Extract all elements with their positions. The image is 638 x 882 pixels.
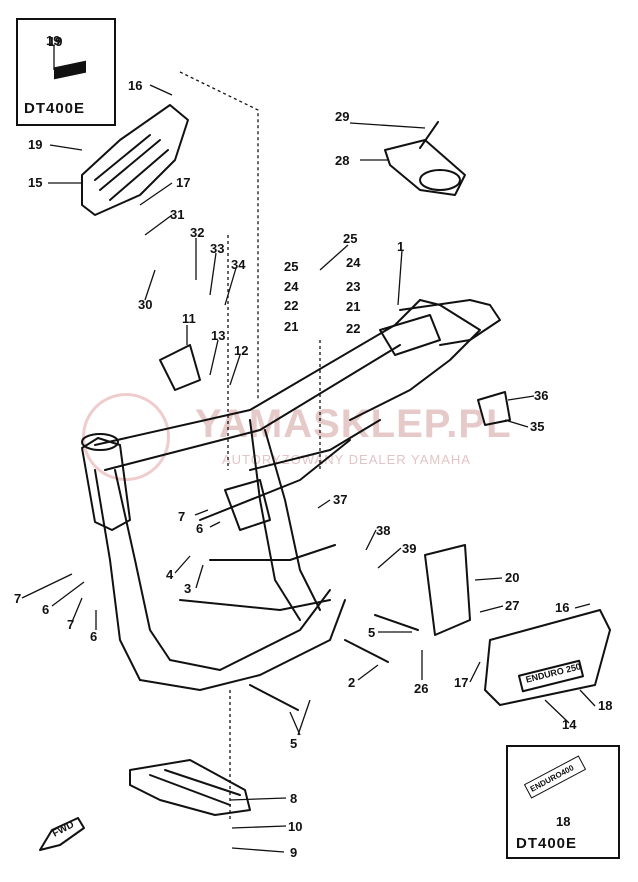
frame-down-tube-left [94, 469, 141, 681]
part-14-sidecover [484, 609, 611, 706]
callout: 25 [284, 259, 299, 274]
frame-brace [249, 419, 381, 471]
frame-center-tube [249, 419, 301, 621]
part-20-box [424, 544, 471, 636]
inset-box-bottom: ENDURO400 18 DT400E [506, 745, 620, 859]
callout: 19 [46, 33, 61, 48]
callout: 12 [234, 343, 249, 358]
frame-top-tube-lower [104, 344, 401, 471]
callout: 31 [170, 207, 185, 222]
head-pipe [81, 437, 131, 531]
callout: 14 [562, 717, 577, 732]
callout: 1 [397, 239, 405, 254]
callout: 11 [182, 311, 196, 326]
bracket-36 [477, 391, 511, 426]
callout: 16 [555, 600, 570, 615]
callout: 7 [14, 591, 22, 606]
part-15-guard [81, 104, 189, 216]
callout: 38 [376, 523, 391, 538]
bolt-2 [344, 639, 389, 663]
callout: 6 [196, 521, 204, 536]
rear-bracket [379, 314, 441, 356]
callout: 24 [284, 279, 299, 294]
callout: 18 [598, 698, 613, 713]
callout: 21 [346, 299, 361, 314]
frame-cross [179, 599, 331, 611]
callout: 28 [335, 153, 350, 168]
inset-box-top: DT400E 19 [16, 18, 116, 126]
callout: 21 [284, 319, 299, 334]
callout: 27 [505, 598, 520, 613]
frame-cradle [139, 599, 346, 691]
callout: 15 [28, 175, 43, 190]
callout: 5 [290, 736, 298, 751]
frame-cradle-2 [169, 589, 331, 671]
callout: 32 [190, 225, 205, 240]
frame-rail-right [399, 299, 501, 346]
callout: 36 [534, 388, 549, 403]
callout: 8 [290, 791, 298, 806]
watermark-sub: AUTORYZOWANY DEALER YAMAHA [222, 452, 471, 467]
bolt-5b [249, 684, 299, 711]
callout: 19 [28, 137, 43, 152]
head-pipe-top [81, 433, 119, 451]
callout: 25 [343, 231, 358, 246]
callout: 35 [530, 419, 545, 434]
callout: 3 [184, 581, 192, 596]
watermark-main: YAMASKLEP.PL [195, 402, 512, 446]
callout: 6 [90, 629, 98, 644]
callout: 24 [346, 255, 361, 270]
callout: 4 [166, 567, 174, 582]
callout: 26 [414, 681, 429, 696]
callout: 20 [505, 570, 520, 585]
frame-center-tube-2 [264, 429, 321, 611]
frame-down-tube-right [114, 469, 171, 661]
callout: 22 [346, 321, 361, 336]
bolt-5a [374, 614, 419, 631]
callout: 17 [454, 675, 469, 690]
callout: 2 [348, 675, 356, 690]
callout: 23 [346, 279, 361, 294]
frame-brace-2 [199, 439, 351, 521]
watermark-logo [82, 393, 170, 481]
frame-rear-loop [349, 299, 481, 421]
callout: 13 [211, 328, 226, 343]
inset-box-title: DT400E [24, 100, 86, 117]
callout: 17 [176, 175, 191, 190]
callout: 22 [284, 298, 299, 313]
callout: 37 [333, 492, 348, 507]
callout: 7 [178, 509, 186, 524]
inset-box-part: 19 [48, 34, 63, 49]
part-11-bracket [159, 344, 201, 391]
engine-plate [224, 479, 271, 531]
frame-lower-brace [209, 544, 336, 561]
fwd-arrow [39, 817, 85, 851]
frame-top-tube [94, 299, 421, 446]
callout: 7 [67, 617, 75, 632]
callout: 33 [210, 241, 225, 256]
callout: 29 [335, 109, 350, 124]
inset-box-title: DT400E [516, 835, 578, 852]
callout: 6 [42, 602, 50, 617]
part-8-skidplate [129, 759, 251, 816]
callout: 10 [288, 819, 303, 834]
callout: 30 [138, 297, 153, 312]
callout: 34 [231, 257, 246, 272]
callout: 39 [402, 541, 417, 556]
callout: 5 [368, 625, 376, 640]
callout: 16 [128, 78, 143, 93]
part-29-strap [419, 121, 439, 149]
callout: 9 [290, 845, 298, 860]
inset-box-part: 18 [556, 814, 571, 829]
